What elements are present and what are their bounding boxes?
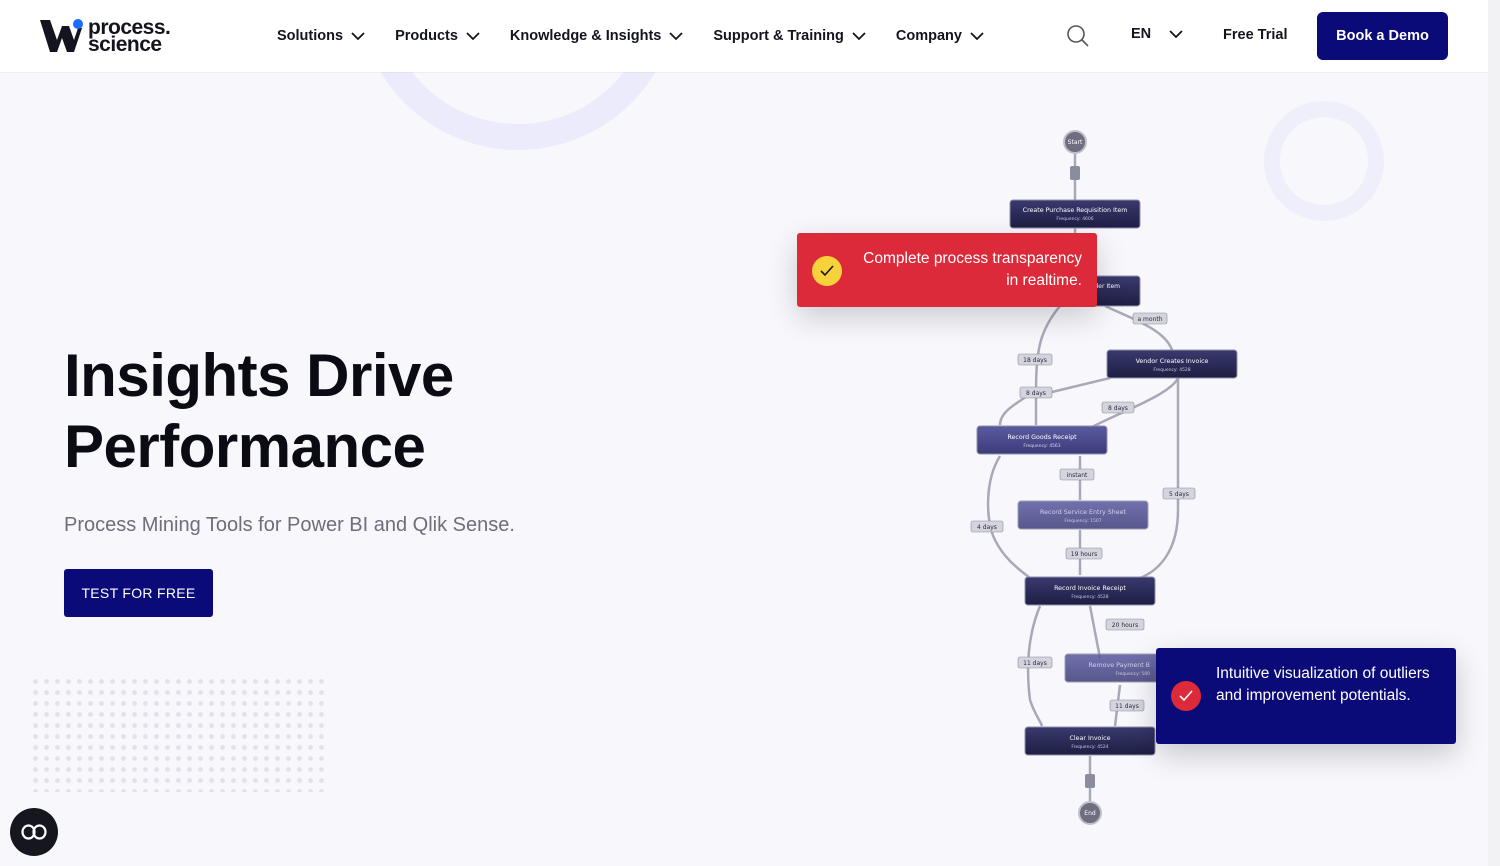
edge-label: a month bbox=[1137, 316, 1162, 323]
chevron-down-icon bbox=[852, 31, 866, 40]
svg-text:Start: Start bbox=[1068, 139, 1083, 146]
chevron-down-icon bbox=[669, 31, 683, 40]
check-icon bbox=[812, 256, 842, 286]
edge-label: 8 days bbox=[1026, 390, 1046, 397]
svg-text:Frequency: 1507: Frequency: 1507 bbox=[1064, 518, 1101, 524]
process-node: Record Invoice Receipt Frequency: 4528 bbox=[1024, 576, 1156, 606]
svg-text:Frequency: 4524: Frequency: 4524 bbox=[1071, 744, 1108, 750]
main-menu: Solutions Products Knowledge & Insights … bbox=[277, 0, 1014, 72]
svg-text:Record Invoice Receipt: Record Invoice Receipt bbox=[1054, 585, 1126, 592]
edge-label: 11 days bbox=[1023, 660, 1047, 667]
svg-text:Frequency: 4528: Frequency: 4528 bbox=[1153, 367, 1190, 373]
chevron-down-icon bbox=[466, 31, 480, 40]
chevron-down-icon bbox=[970, 31, 984, 40]
process-node: Create Purchase Requisition Item Frequen… bbox=[1009, 199, 1141, 229]
edge-label: 19 hours bbox=[1071, 551, 1097, 558]
process-node: Vendor Creates Invoice Frequency: 4528 bbox=[1106, 349, 1238, 379]
page-scrollbar[interactable] bbox=[1488, 0, 1500, 866]
search-icon[interactable] bbox=[1066, 24, 1090, 48]
edge-label: instant bbox=[1067, 472, 1088, 479]
hero-title: Insights Drive Performance bbox=[64, 342, 454, 480]
edge-label: 4 days bbox=[977, 524, 997, 531]
process-node: Remove Payment B Frequency: 580 bbox=[1064, 653, 1166, 683]
process-map-diagram: Start Create Purchase Requisition Item F… bbox=[970, 130, 1238, 825]
svg-text:Frequency: 4606: Frequency: 4606 bbox=[1056, 216, 1093, 222]
svg-text:Clear Invoice: Clear Invoice bbox=[1070, 735, 1111, 742]
check-icon bbox=[1171, 681, 1201, 711]
menu-solutions[interactable]: Solutions bbox=[277, 28, 365, 44]
process-node: Clear Invoice Frequency: 4524 bbox=[1024, 726, 1156, 756]
svg-text:Remove Payment B: Remove Payment B bbox=[1089, 662, 1150, 669]
start-node: Start bbox=[1063, 130, 1087, 154]
edge-label: 20 hours bbox=[1112, 622, 1138, 629]
hero-subtitle: Process Mining Tools for Power BI and Ql… bbox=[64, 514, 515, 536]
edge-label: 8 days bbox=[1108, 405, 1128, 412]
accessibility-icon[interactable] bbox=[10, 808, 58, 856]
brand-logo[interactable]: process. science bbox=[40, 16, 190, 56]
callout-visualization-text: Intuitive visualization of outliers and … bbox=[1216, 665, 1430, 704]
menu-knowledge-insights[interactable]: Knowledge & Insights bbox=[510, 28, 683, 44]
menu-support-training[interactable]: Support & Training bbox=[713, 28, 866, 44]
edge-label: 18 days bbox=[1023, 357, 1047, 364]
free-trial-link[interactable]: Free Trial bbox=[1223, 27, 1288, 43]
process-node: Record Goods Receipt Frequency: 4563 bbox=[976, 425, 1108, 455]
svg-text:End: End bbox=[1084, 810, 1096, 817]
svg-text:Frequency: 4563: Frequency: 4563 bbox=[1023, 443, 1060, 449]
logo-mark-icon bbox=[40, 18, 84, 54]
top-navigation: process. science Solutions Products Know… bbox=[0, 0, 1488, 72]
svg-text:Record Goods Receipt: Record Goods Receipt bbox=[1007, 434, 1077, 441]
edge-label: 5 days bbox=[1169, 491, 1189, 498]
edge-label: 11 days bbox=[1115, 703, 1139, 710]
callout-transparency: Complete process transparency in realtim… bbox=[797, 233, 1097, 307]
menu-company[interactable]: Company bbox=[896, 28, 984, 44]
chevron-down-icon bbox=[1169, 29, 1183, 38]
decorative-dot-grid bbox=[30, 676, 326, 792]
svg-text:Create Purchase Requisition It: Create Purchase Requisition Item bbox=[1023, 207, 1128, 214]
test-for-free-button[interactable]: TEST FOR FREE bbox=[64, 569, 213, 617]
svg-text:der Item: der Item bbox=[1094, 283, 1120, 290]
chevron-down-icon bbox=[351, 31, 365, 40]
callout-transparency-text: Complete process transparency in realtim… bbox=[863, 250, 1082, 289]
book-demo-button[interactable]: Book a Demo bbox=[1317, 12, 1448, 60]
svg-text:Record Service Entry Sheet: Record Service Entry Sheet bbox=[1040, 509, 1127, 516]
decorative-ring-right bbox=[1264, 101, 1384, 221]
svg-text:Frequency: 580: Frequency: 580 bbox=[1116, 671, 1151, 677]
svg-text:Vendor Creates Invoice: Vendor Creates Invoice bbox=[1136, 358, 1209, 365]
menu-products[interactable]: Products bbox=[395, 28, 480, 44]
callout-visualization: Intuitive visualization of outliers and … bbox=[1156, 648, 1456, 744]
logo-wordmark: process. science bbox=[88, 16, 171, 56]
svg-text:Frequency: 4528: Frequency: 4528 bbox=[1071, 594, 1108, 600]
process-node: Record Service Entry Sheet Frequency: 15… bbox=[1017, 500, 1149, 530]
end-node: End bbox=[1078, 801, 1102, 825]
language-selector[interactable]: EN bbox=[1131, 26, 1183, 42]
